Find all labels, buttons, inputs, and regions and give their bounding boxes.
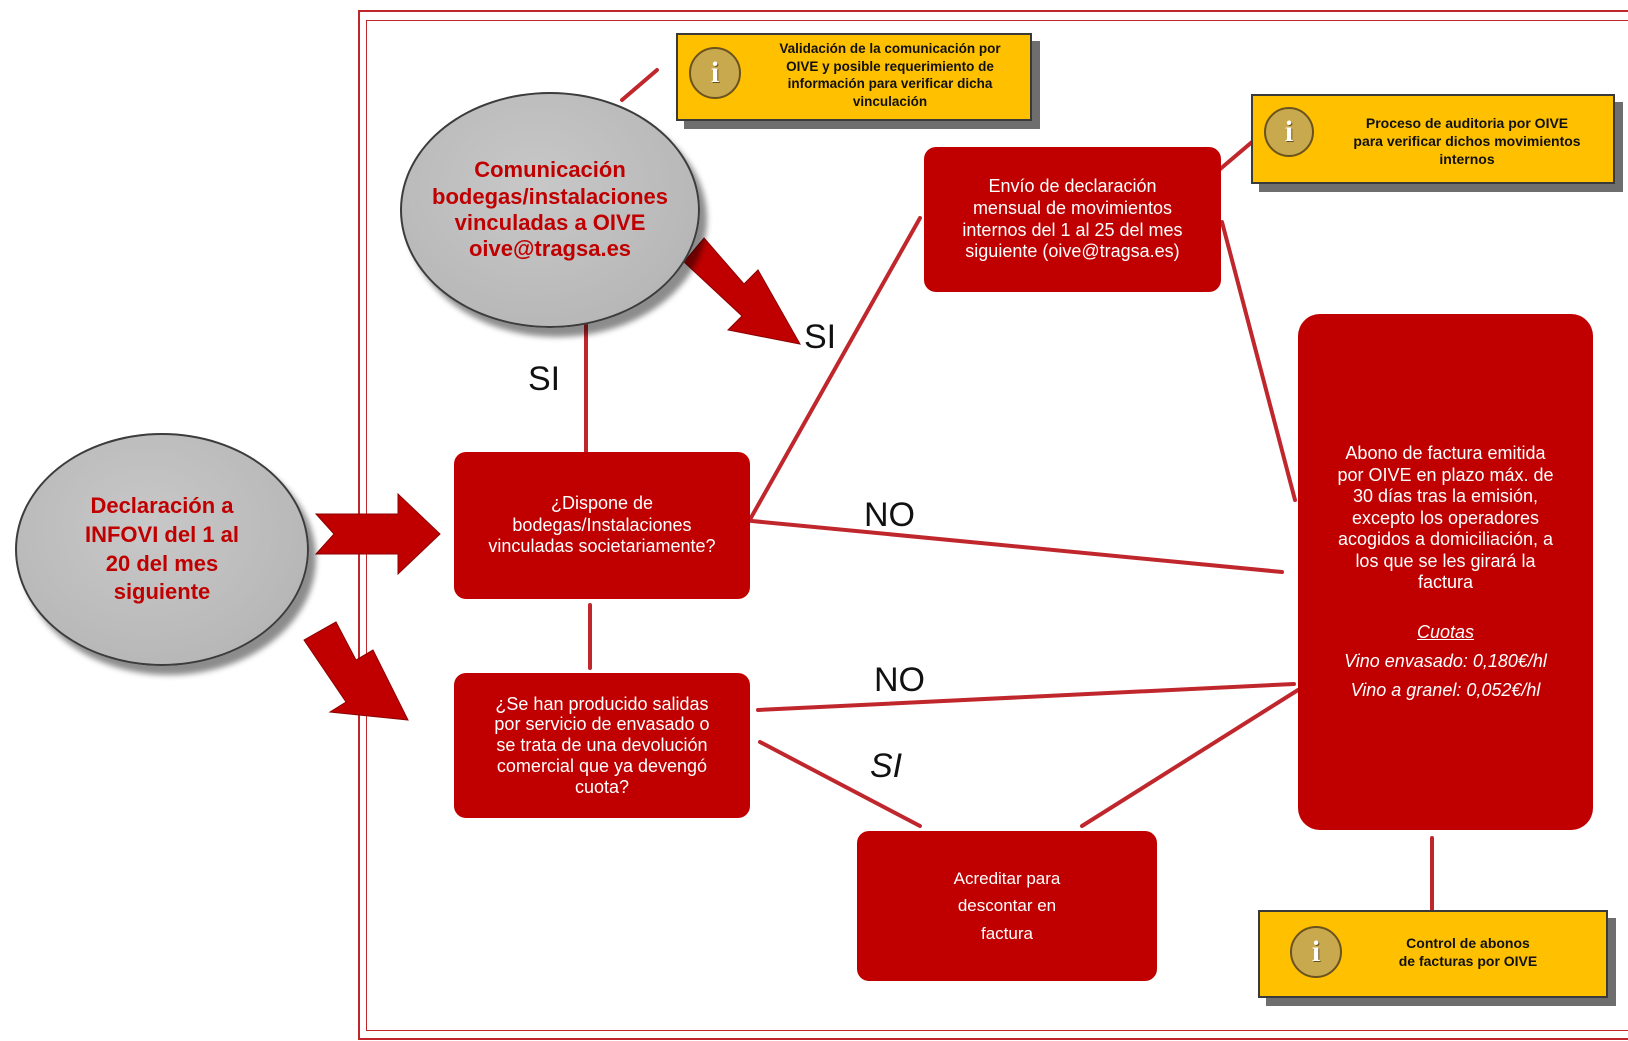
info-icon: i [1290, 926, 1342, 978]
cuotas-title: Cuotas [1416, 622, 1475, 643]
abono-box: Abono de factura emitida por OIVE en pla… [1298, 314, 1593, 830]
si-label-salidas: SI [870, 747, 903, 785]
cuota-granel: Vino a granel: 0,052€/hl [1350, 680, 1541, 701]
auditoria-text: Proceso de auditoria por OIVE para verif… [1353, 115, 1581, 168]
comunicacion-ellipse: Comunicación bodegas/instalaciones vincu… [400, 92, 700, 328]
dispone-question: ¿Dispone de bodegas/Instalaciones vincul… [488, 493, 716, 557]
declaracion-ellipse: Declaración a INFOVI del 1 al 20 del mes… [15, 433, 309, 666]
declaracion-text: Declaración a INFOVI del 1 al 20 del mes… [84, 493, 240, 605]
control-text: Control de abonos de facturas por OIVE [1398, 935, 1538, 970]
info-icon: i [1264, 107, 1314, 157]
cuota-envasado: Vino envasado: 0,180€/hl [1344, 651, 1547, 672]
connector-dispone-envio [746, 216, 922, 525]
salidas-box: ¿Se han producido salidas por servicio d… [454, 673, 750, 818]
validacion-note: i Validación de la comunicación por OIVE… [676, 33, 1032, 121]
arrow-declaracion-salidas [303, 621, 409, 721]
connector-validacion [620, 68, 659, 102]
info-icon: i [689, 47, 741, 99]
si-label-vertical: SI [528, 360, 561, 398]
envio-text: Envío de declaración mensual de movimien… [962, 176, 1183, 262]
acreditar-text: Acreditar para descontar en factura [953, 869, 1061, 943]
connector-envio-abono [1220, 220, 1297, 502]
control-note: i Control de abonos de facturas por OIVE [1258, 910, 1608, 998]
auditoria-note: i Proceso de auditoria por OIVE para ver… [1251, 94, 1615, 184]
no-label-salidas: NO [874, 661, 925, 699]
salidas-question: ¿Se han producido salidas por servicio d… [494, 693, 710, 797]
envio-box: Envío de declaración mensual de movimien… [924, 147, 1221, 292]
connector-envio-auditoria [1217, 140, 1254, 172]
connector-salidas-abono [756, 682, 1296, 712]
acreditar-box: Acreditar para descontar en factura [857, 831, 1157, 981]
arrow-comunicacion-envio [683, 237, 801, 345]
comunicacion-text: Comunicación bodegas/instalaciones vincu… [432, 157, 668, 262]
connector-salidas-acreditar [758, 740, 922, 828]
arrow-declaracion-dispone [314, 492, 441, 576]
si-label-envio: SI [804, 318, 837, 356]
dispone-box: ¿Dispone de bodegas/Instalaciones vincul… [454, 452, 750, 599]
no-label-dispone: NO [864, 496, 915, 534]
validacion-text: Validación de la comunicación por OIVE y… [779, 41, 1001, 109]
connector-acreditar-abono [1080, 688, 1300, 828]
connector-dispone-abono [750, 519, 1284, 574]
abono-text: Abono de factura emitida por OIVE en pla… [1337, 442, 1554, 593]
